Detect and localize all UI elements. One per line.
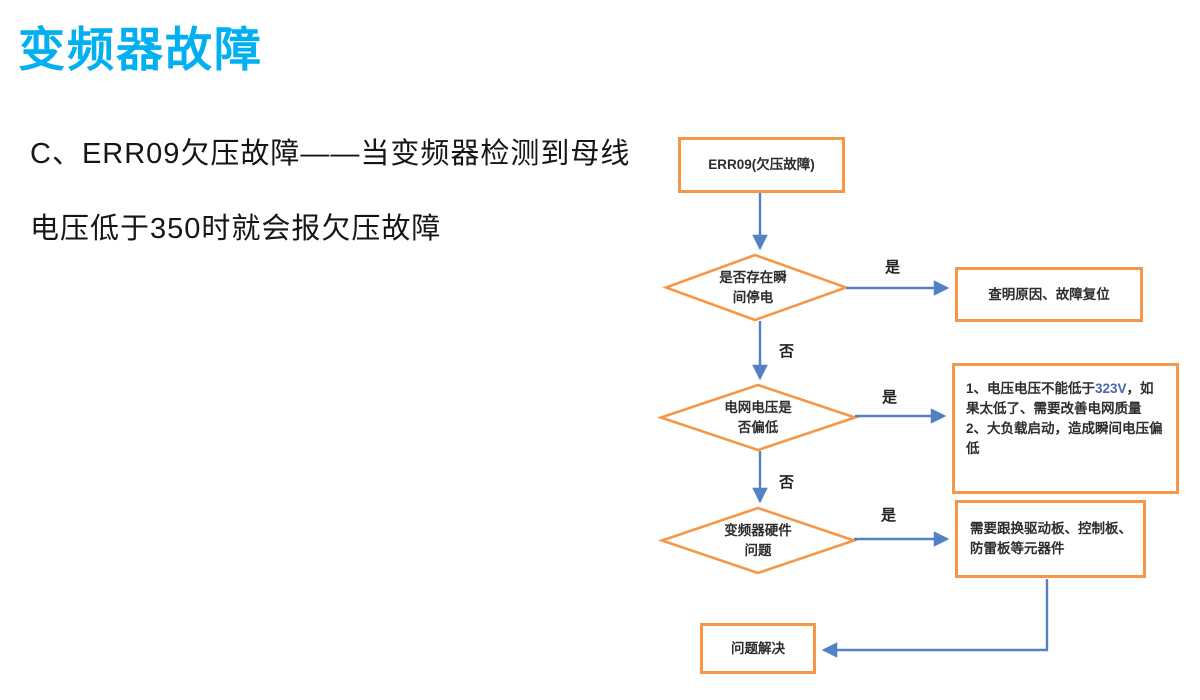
decision3-diamond-shape xyxy=(657,506,859,575)
decision2-diamond-shape xyxy=(656,383,860,452)
decision3-label: 变频器硬件 问题 xyxy=(724,523,792,558)
result2-item1: 1、电压电压不能低于323V，如果太低了、需要改善电网质量 xyxy=(966,379,1167,418)
decision1-diamond-shape xyxy=(662,253,850,322)
result2-item1-highlight: 323V xyxy=(1095,381,1127,396)
result-box-reset-fault: 查明原因、故障复位 xyxy=(955,267,1143,322)
result2-item2: 2、大负载启动，造成瞬间电压偏低 xyxy=(966,421,1163,456)
edge-label-yes-3: 是 xyxy=(881,507,897,524)
end-box-problem-solved: 问题解决 xyxy=(700,623,816,674)
description-line-1: C、ERR09欠压故障——当变频器检测到母线 xyxy=(30,138,631,170)
description-line-2: 电压低于350时就会报欠压故障 xyxy=(30,213,442,245)
edge-label-no-1: 否 xyxy=(779,343,795,360)
start-box-err09: ERR09(欠压故障) xyxy=(678,137,845,193)
arrow-result3-to-end xyxy=(821,579,1049,658)
result2-item1-suffix: ，如果太低了、需要改善电网质量 xyxy=(966,381,1154,416)
decision2-label: 电网电压是 否偏低 xyxy=(724,400,792,435)
page-title: 变频器故障 xyxy=(18,23,263,76)
edge-label-no-2: 否 xyxy=(779,474,795,491)
decision1-label: 是否存在瞬 间停电 xyxy=(719,270,787,305)
result-box-replace-boards: 需要跟换驱动板、控制板、 防雷板等元器件 xyxy=(955,500,1146,578)
result-box-grid-voltage: 1、电压电压不能低于323V，如果太低了、需要改善电网质量 2、大负载启动，造成… xyxy=(952,363,1179,494)
result2-item1-prefix: 1、电压电压不能低于 xyxy=(966,381,1096,396)
edge-label-yes-2: 是 xyxy=(882,389,898,406)
edge-label-yes-1: 是 xyxy=(885,259,901,276)
